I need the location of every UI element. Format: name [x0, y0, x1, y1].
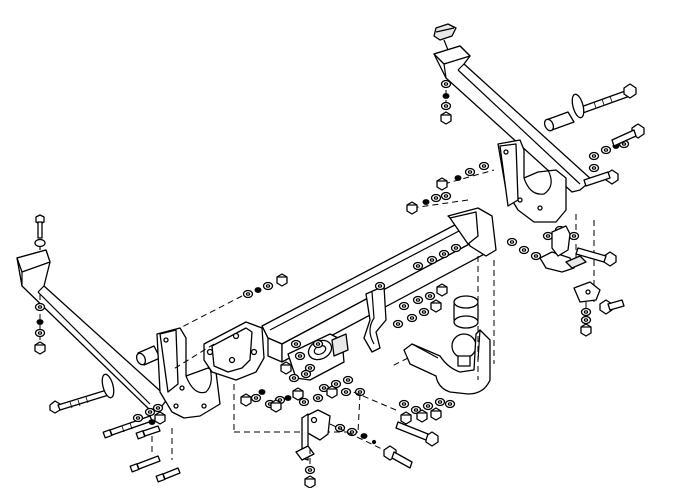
left-mounting-bracket: [156, 327, 221, 419]
main-crossbar: [261, 207, 497, 363]
left-top-bolt: [34, 214, 46, 250]
right-side-fasteners: [406, 123, 645, 267]
right-long-bolt: [571, 83, 637, 119]
left-crossbar-plate: [203, 321, 265, 381]
right-mounting-bracket: [497, 139, 567, 223]
right-side-arm: [433, 23, 593, 193]
towball-assembly: [403, 295, 491, 395]
bolt-threads: [69, 95, 613, 433]
right-clamp-bracket: [539, 225, 625, 337]
left-bottom-fasteners: [34, 294, 46, 355]
middle-bracket: [363, 285, 387, 353]
right-arm-bottom-fasteners: [440, 79, 452, 125]
crossbar-fasteners: [171, 243, 462, 413]
left-long-bolt: [49, 373, 115, 414]
lower-center-plate: [295, 385, 413, 488]
socket-plate: [287, 333, 349, 381]
lower-right-fasteners: [395, 397, 456, 447]
left-spacer-tube: [135, 345, 161, 366]
right-spacer-tube: [543, 111, 575, 132]
